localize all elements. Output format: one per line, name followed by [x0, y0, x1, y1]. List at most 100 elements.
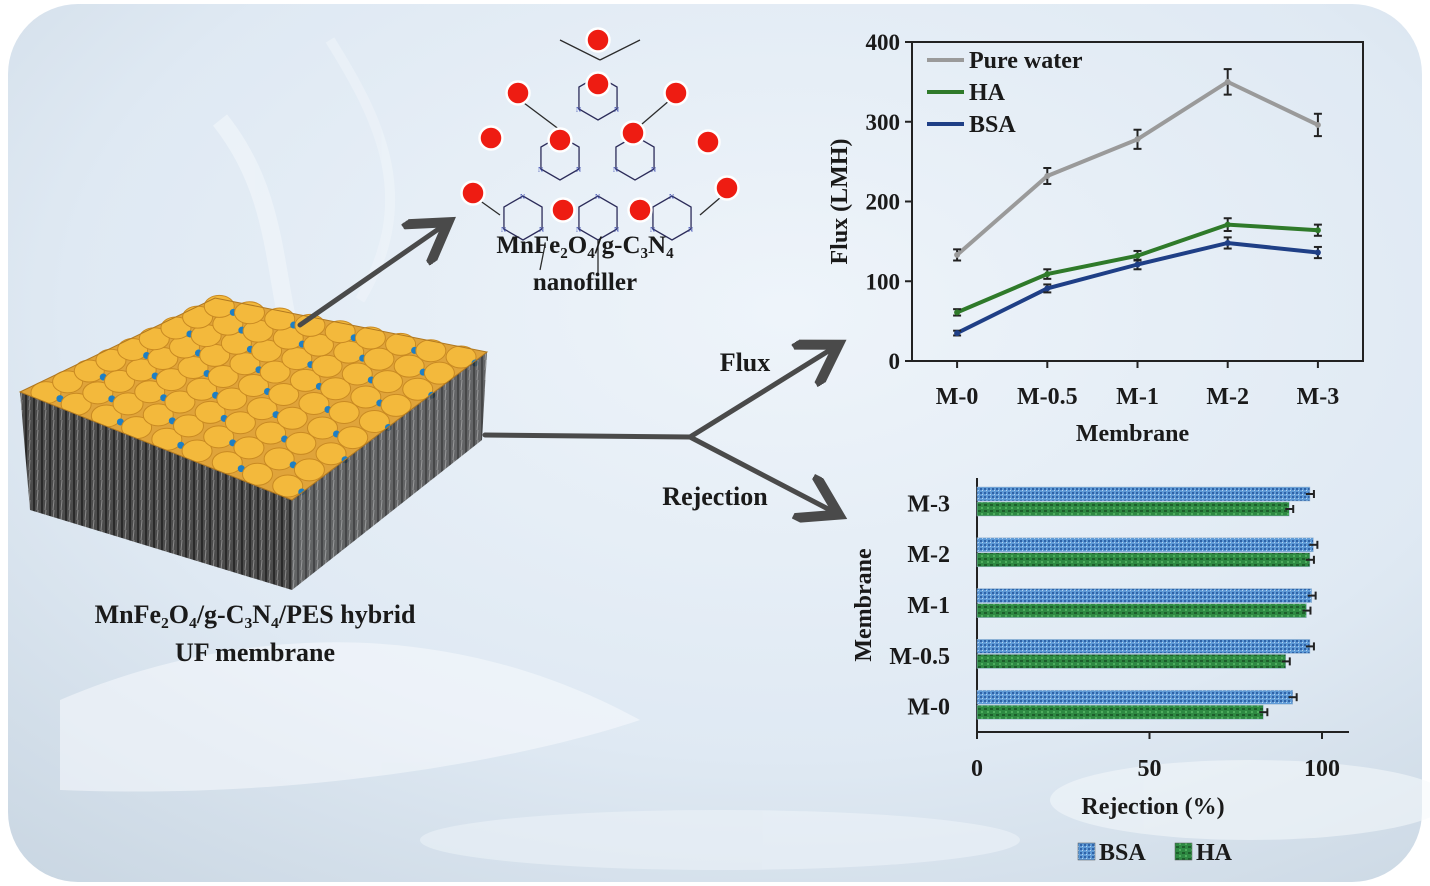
- nanoparticle-dot: [505, 80, 531, 106]
- surface-particle: [341, 362, 373, 386]
- flux-y-tick-label: 100: [866, 269, 901, 294]
- nitrogen-atom-label: N: [614, 226, 619, 234]
- surface-particle: [224, 411, 256, 435]
- surface-particle: [186, 377, 218, 401]
- flux-data-point: [1044, 285, 1051, 292]
- nanoparticle-dot: [547, 127, 573, 153]
- flux-data-point: [1314, 121, 1321, 128]
- surface-particle: [350, 385, 382, 409]
- nanoparticle-dot: [478, 125, 504, 151]
- membrane-block-illustration: [18, 294, 489, 590]
- surface-particle: [276, 406, 308, 430]
- nanofiller-molecule-structure: NNNNNNNNNNNNNNNNNN: [460, 27, 740, 275]
- triazine-ring: [540, 135, 580, 181]
- flux-x-axis-title: Membrane: [1076, 421, 1190, 447]
- flux-data-point: [1224, 221, 1231, 228]
- surface-particle: [264, 307, 296, 331]
- surface-particle: [155, 368, 187, 392]
- flux-data-point: [954, 309, 961, 316]
- nanoparticle-dot: [714, 175, 740, 201]
- arrow-to-rejection-chart: [687, 434, 830, 510]
- nitrogen-atom-label: N: [651, 166, 656, 174]
- nanoparticle-dot: [585, 71, 611, 97]
- surface-particle: [52, 370, 84, 394]
- rej-y-axis-title: Membrane: [851, 548, 877, 662]
- arrow-to-flux-chart: [687, 350, 830, 440]
- surface-particle: [423, 361, 455, 385]
- flux-y-tick-label: 300: [866, 110, 901, 135]
- surface-particle: [337, 426, 369, 450]
- rej-x-tick-label: 50: [1138, 756, 1162, 782]
- surface-particle: [255, 421, 287, 445]
- flux-data-point: [1224, 78, 1231, 85]
- surface-particle: [358, 410, 390, 433]
- arrow-to-nanofiller: [297, 228, 440, 328]
- surface-particle: [104, 369, 135, 393]
- flux-x-tick-label: M-2: [1206, 384, 1249, 410]
- rej-bar: [976, 689, 1293, 705]
- surface-particle: [238, 374, 269, 397]
- flux-data-point: [1314, 249, 1321, 256]
- flux-data-point: [1044, 172, 1051, 179]
- flux-y-tick-label: 0: [889, 349, 901, 374]
- rej-y-tick-label: M-0.5: [889, 644, 950, 670]
- flux-x-tick-label: M-3: [1297, 384, 1340, 410]
- surface-particle: [234, 301, 265, 325]
- membrane-label-line1: MnFe₂O₄/g-C₃N₄/PES hybrid: [94, 600, 416, 629]
- nanoparticle-dot: [620, 120, 646, 146]
- rej-bar: [976, 654, 1287, 669]
- flux-data-point: [954, 330, 961, 337]
- nanoparticle-dot: [695, 129, 721, 155]
- nitrogen-atom-label: N: [576, 106, 581, 114]
- nitrogen-atom-label: N: [650, 226, 655, 234]
- flux-legend-label: BSA: [969, 112, 1016, 138]
- surface-particle: [194, 400, 226, 424]
- flux-data-point: [1134, 252, 1141, 259]
- surface-particle: [263, 447, 295, 471]
- surface-particle: [142, 403, 174, 427]
- flux-data-point: [1134, 136, 1141, 143]
- surface-particle: [73, 359, 105, 383]
- nanoparticle-dot: [585, 27, 611, 53]
- surface-particle: [95, 348, 127, 372]
- flux-data-point: [1134, 261, 1141, 268]
- membrane-label: MnFe₂O₄/g-C₃N₄/PES hybrid UF membrane: [40, 596, 470, 672]
- water-splash-decoration: [60, 37, 1430, 870]
- nitrogen-atom-label: N: [538, 166, 543, 174]
- surface-particle: [363, 347, 395, 371]
- surface-particle: [294, 313, 326, 337]
- surface-particle: [117, 338, 149, 361]
- surface-particle: [293, 458, 325, 482]
- surface-particle: [285, 431, 317, 455]
- flux-arrow-label: Flux: [719, 348, 771, 377]
- surface-particle: [328, 401, 360, 424]
- rej-bar: [976, 486, 1311, 502]
- surface-particle: [298, 392, 330, 415]
- rej-bar: [976, 603, 1307, 618]
- rej-bar: [976, 501, 1290, 517]
- nanoparticle-dot: [663, 80, 689, 106]
- surface-particle: [445, 345, 477, 369]
- surface-particle: [211, 451, 243, 475]
- rej-bar: [976, 704, 1264, 720]
- bond: [559, 39, 601, 61]
- flux-data-point: [954, 251, 961, 258]
- flux-data-point: [1314, 227, 1321, 234]
- nanofiller-label-line1: MnFe₂O₄/g-C₃N₄: [496, 232, 674, 259]
- nanofiller-label-line2: nanofiller: [532, 269, 638, 296]
- nitrogen-atom-label: N: [613, 166, 618, 174]
- nitrogen-atom-label: N: [595, 193, 600, 201]
- surface-particle: [307, 416, 338, 440]
- nitrogen-atom-label: N: [688, 226, 693, 234]
- nitrogen-atom-label: N: [539, 226, 544, 234]
- nitrogen-atom-label: N: [501, 226, 506, 234]
- nanoparticle-dot: [460, 180, 486, 206]
- rej-y-tick-label: M-2: [907, 542, 950, 568]
- nitrogen-atom-label: N: [576, 226, 581, 234]
- surface-particle: [207, 365, 239, 388]
- surface-particle: [203, 294, 235, 318]
- rej-y-tick-label: M-3: [907, 491, 950, 517]
- rejection-arrow-label: Rejection: [662, 482, 768, 511]
